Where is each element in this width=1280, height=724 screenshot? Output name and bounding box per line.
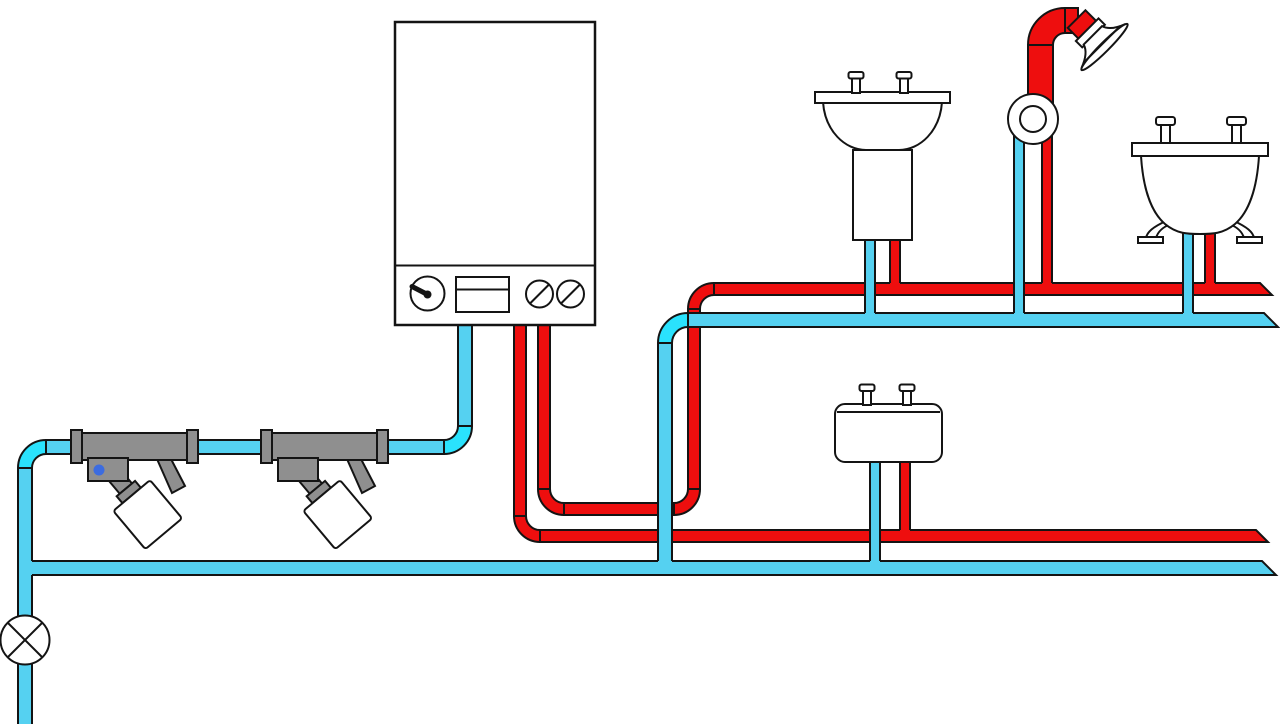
cold-water-pipes xyxy=(16,130,1280,724)
filter-canister xyxy=(303,480,372,549)
cold-supply-run xyxy=(197,439,262,455)
tap-icon xyxy=(847,71,865,94)
hot-drop-bathtub xyxy=(1205,228,1215,290)
tap-icon xyxy=(1155,116,1176,144)
bathtub xyxy=(1131,116,1269,244)
cold-riser xyxy=(658,343,672,570)
hot-pipe-elbow xyxy=(673,488,702,517)
cold-upper-main xyxy=(687,312,1280,328)
basin-body xyxy=(834,403,943,463)
hot-pipe-riser xyxy=(687,308,701,490)
pedestal-sink xyxy=(814,71,951,241)
hot-drop-wall-basin xyxy=(900,460,910,537)
water-filter-2 xyxy=(260,429,389,549)
hot-pipe-elbow xyxy=(512,515,541,544)
hot-pipe-boiler-outlet-2 xyxy=(537,324,551,490)
cold-pipe-elbow xyxy=(16,438,47,469)
hot-pipe-upper-main xyxy=(713,282,1275,296)
cold-pipe-elbow xyxy=(656,311,689,344)
shower-head xyxy=(1066,8,1129,72)
cold-pipe-elbow xyxy=(443,425,474,456)
shower xyxy=(1007,8,1129,145)
tap-icon xyxy=(858,383,876,406)
cold-drop-shower xyxy=(1014,130,1024,324)
bathtub-rim xyxy=(1131,142,1269,157)
cold-drop-bathtub xyxy=(1183,228,1193,324)
cold-drop-pedestal-sink xyxy=(865,240,875,324)
boiler-cabinet xyxy=(393,20,597,327)
cold-supply-vertical xyxy=(18,468,32,724)
filter-strut xyxy=(155,458,187,495)
shower-mixer-dial-icon xyxy=(1019,105,1047,133)
hot-pipe-elbow xyxy=(1026,6,1066,46)
gauge-hub-icon xyxy=(423,290,432,299)
filter-indicator-dot xyxy=(93,464,105,476)
filter-flange xyxy=(186,429,199,464)
hot-pipe-boiler-outlet-1 xyxy=(513,324,527,517)
hot-water-pipes xyxy=(512,6,1275,544)
filter-strut xyxy=(345,458,377,495)
control-panel-display xyxy=(455,276,510,313)
wall-boiler xyxy=(393,20,597,327)
valve-cross-icon xyxy=(7,622,43,658)
sink-counter xyxy=(814,91,951,104)
tap-icon xyxy=(1226,116,1247,144)
cold-supply-run xyxy=(387,439,445,455)
filter-body xyxy=(271,432,378,461)
bathtub-body xyxy=(1139,155,1261,236)
filter-flange xyxy=(376,429,389,464)
water-filter-1 xyxy=(70,429,199,549)
filter-block xyxy=(277,457,319,482)
filter-body xyxy=(81,432,188,461)
hot-drop-shower xyxy=(1042,130,1052,290)
filter-flange xyxy=(70,429,83,464)
cold-drop-wall-basin xyxy=(870,460,880,570)
wall-basin xyxy=(834,383,943,463)
hot-pipe-elbow xyxy=(536,488,565,517)
cold-pipe-boiler-inlet xyxy=(457,324,473,427)
tap-icon xyxy=(895,71,913,94)
tap-icon xyxy=(898,383,916,406)
sink-bowl xyxy=(821,101,944,151)
cold-lower-main xyxy=(20,561,1276,575)
sink-pedestal xyxy=(852,149,913,241)
main-shutoff-valve xyxy=(0,614,51,666)
filter-flange xyxy=(260,429,273,464)
filter-canister xyxy=(113,480,182,549)
cold-supply-run xyxy=(45,439,72,455)
hot-pipe-elbow xyxy=(686,281,715,310)
hot-drop-pedestal-sink xyxy=(890,240,900,290)
